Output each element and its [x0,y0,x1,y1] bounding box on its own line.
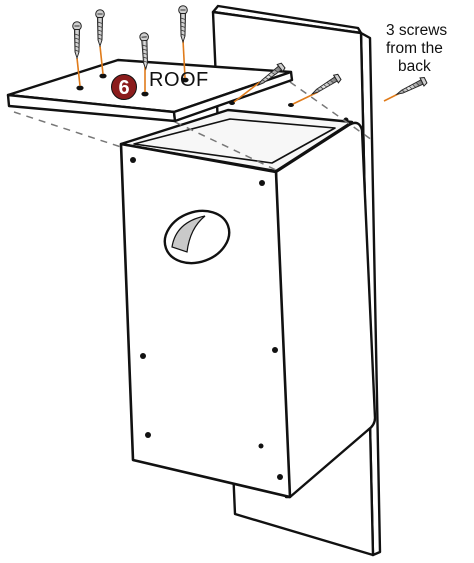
step-number: 6 [118,77,129,99]
box-top-opening [133,118,336,164]
alignment-line [174,121,277,171]
screw-guide [99,45,104,75]
note-line-2: from the [386,40,443,57]
screw-hole [288,103,294,107]
note-line-3: back [398,58,431,75]
nail-hole [140,353,146,359]
front-panel-face [119,142,292,499]
front-panel [119,117,349,499]
part-label: ROOF [149,69,209,91]
screw-guide [292,91,319,105]
screws-note: 3 screws from the back [386,22,447,75]
screw-guide [233,81,261,103]
nail-hole [259,180,265,186]
screw-hole [76,85,84,91]
screw-icon [95,9,105,47]
box-side-panel [274,121,377,499]
alignment-line [13,111,122,148]
screw-icon [394,75,429,99]
entrance-hole-inner-wall [171,215,206,253]
step-label: 6 ROOF [111,69,209,100]
screw-hole [141,91,149,97]
alignment-lines [13,81,373,171]
nail-hole [145,432,151,438]
alignment-line [289,81,373,141]
screw-hole [229,101,235,105]
nail-hole [130,157,136,163]
screw-guide [76,57,81,87]
screw-hole [181,77,189,83]
screw-icon [178,5,188,43]
nail-hole [258,443,264,449]
roof-screw-holes [76,73,294,107]
note-line-1: 3 screws [386,22,447,39]
step-number-badge [111,74,137,100]
screw-hole [99,73,107,79]
screw-icon [72,21,82,59]
screw-guide [182,39,186,79]
roof-side-edge [172,70,294,123]
nail-hole [277,474,283,480]
nail-hole [272,347,278,353]
front-panel-nails [130,117,349,480]
